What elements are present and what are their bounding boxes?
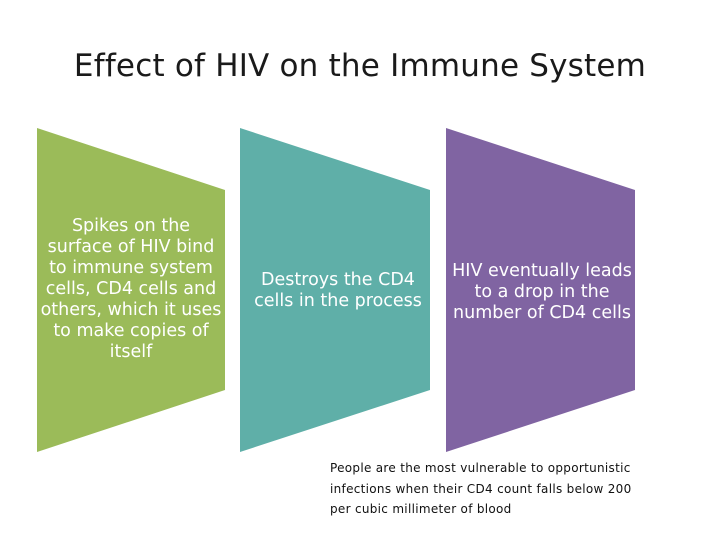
footnote-text: People are the most vulnerable to opport… (330, 461, 632, 517)
step3-text: HIV eventually leads to a drop in the nu… (452, 260, 632, 323)
step3-chevron-shape (446, 128, 635, 452)
step1-text: Spikes on the surface of HIV bind to imm… (40, 215, 222, 362)
step1-chevron-shape (37, 128, 225, 452)
step2-text: Destroys the CD4 cells in the process (254, 270, 422, 311)
slide-title: Effect of HIV on the Immune System (73, 48, 647, 84)
step2-chevron-shape (240, 128, 430, 452)
